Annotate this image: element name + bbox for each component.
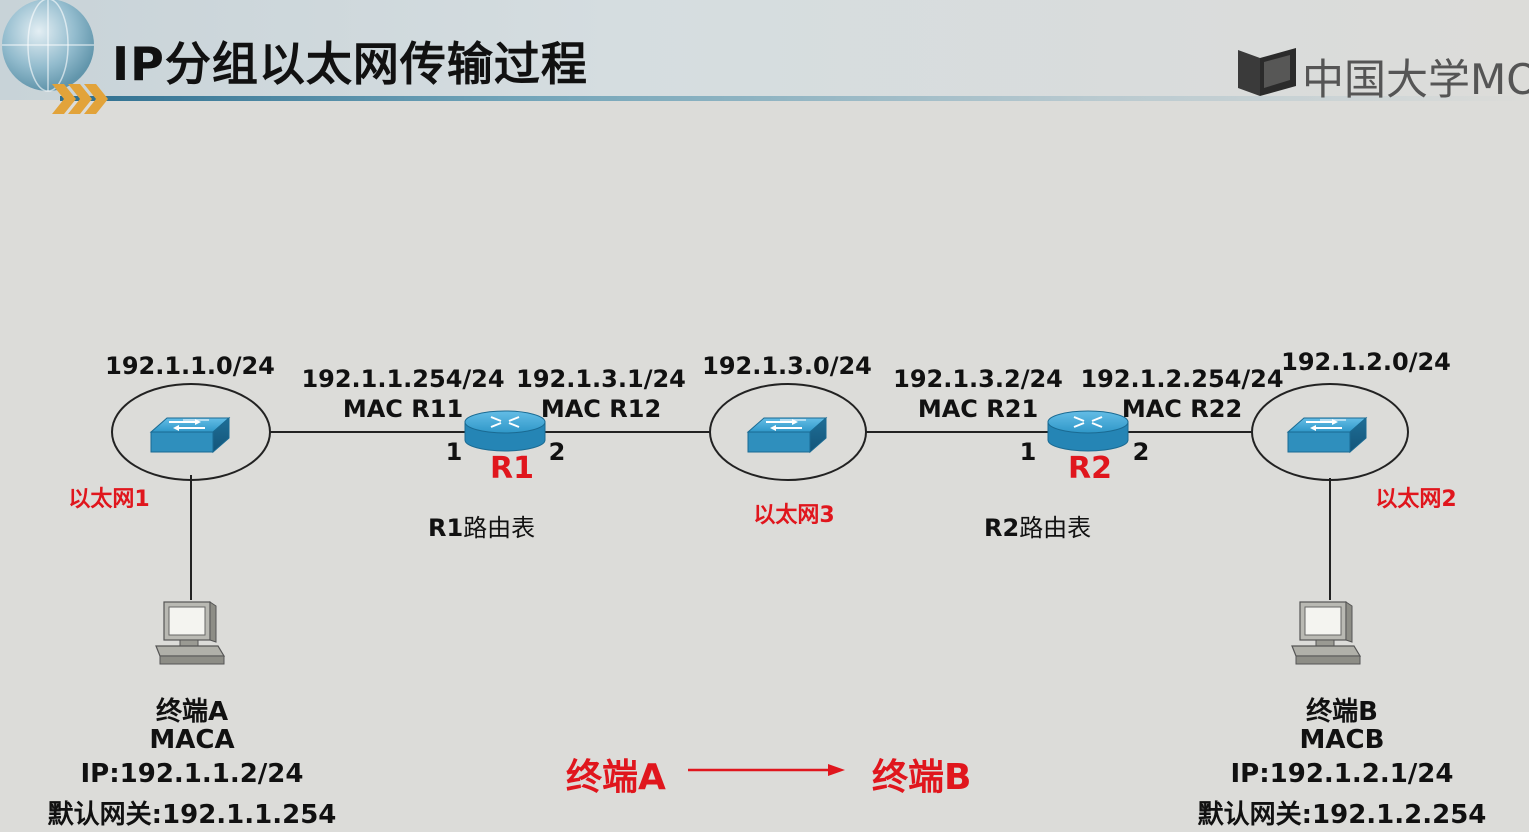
r1-routing-table-name: R1 [428,514,464,542]
switch-icon [150,417,230,453]
router-icon [464,410,546,452]
computer-icon [1291,601,1361,665]
flow-from: 终端A [566,757,666,798]
r2-if2-mac: MAC R22 [1121,395,1243,423]
net3-label: 以太网3 [753,503,835,528]
r2-port-2: 2 [1132,438,1150,466]
chevron-icon [52,84,108,114]
mooc-logo-icon [1238,48,1296,96]
terminal-b-gateway: 默认网关:192.1.2.254 [1197,800,1487,830]
computer-icon [155,601,225,665]
net1-label: 以太网1 [68,487,150,512]
terminal-a-ip: IP:192.1.1.2/24 [80,759,304,789]
r1-if1-mac: MAC R11 [342,395,464,423]
switch-icon [747,417,827,453]
r1-port-2: 2 [548,438,566,466]
r2-if1-mac: MAC R21 [917,395,1039,423]
globe-icon [2,0,94,92]
terminal-b-mac: MACB [1299,725,1385,755]
r1-port-1: 1 [445,438,463,466]
r1-routing-table-suffix: 路由表 [463,514,536,542]
terminal-b-ip: IP:192.1.2.1/24 [1230,759,1454,789]
r1-if1-ip: 192.1.1.254/24 [301,365,505,393]
header-divider [60,96,1529,101]
r2-port-1: 1 [1019,438,1037,466]
r2-routing-table-name: R2 [984,514,1020,542]
net1-cidr: 192.1.1.0/24 [105,352,275,380]
net3-cidr: 192.1.3.0/24 [702,352,872,380]
r1-if2-mac: MAC R12 [540,395,662,423]
page-title: IP分组以太网传输过程 [112,37,588,91]
router-icon [1047,410,1129,452]
r2-routing-table-suffix: 路由表 [1019,514,1092,542]
mooc-logo-text: 中国大学MOOC [1302,55,1529,104]
flow-to: 终端B [872,757,972,798]
r1-if2-ip: 192.1.3.1/24 [516,365,686,393]
r2-routing-table: R2路由表 [984,508,1091,543]
r2-if2-ip: 192.1.2.254/24 [1080,365,1284,393]
switch-icon [1287,417,1367,453]
r2-if1-ip: 192.1.3.2/24 [893,365,1063,393]
terminal-a-name: 终端A [155,697,229,727]
ethernet-1-ellipse [111,383,271,481]
ethernet-3-ellipse [709,383,867,481]
net2-cidr: 192.1.2.0/24 [1281,348,1451,376]
r2-name: R2 [1068,451,1112,486]
terminal-a-mac: MACA [149,725,235,755]
terminal-b-name: 终端B [1306,697,1378,727]
ethernet-2-ellipse [1251,383,1409,481]
r1-name: R1 [490,451,534,486]
r1-routing-table: R1路由表 [428,508,535,543]
terminal-a-gateway: 默认网关:192.1.1.254 [47,800,337,830]
net2-label: 以太网2 [1375,487,1457,512]
